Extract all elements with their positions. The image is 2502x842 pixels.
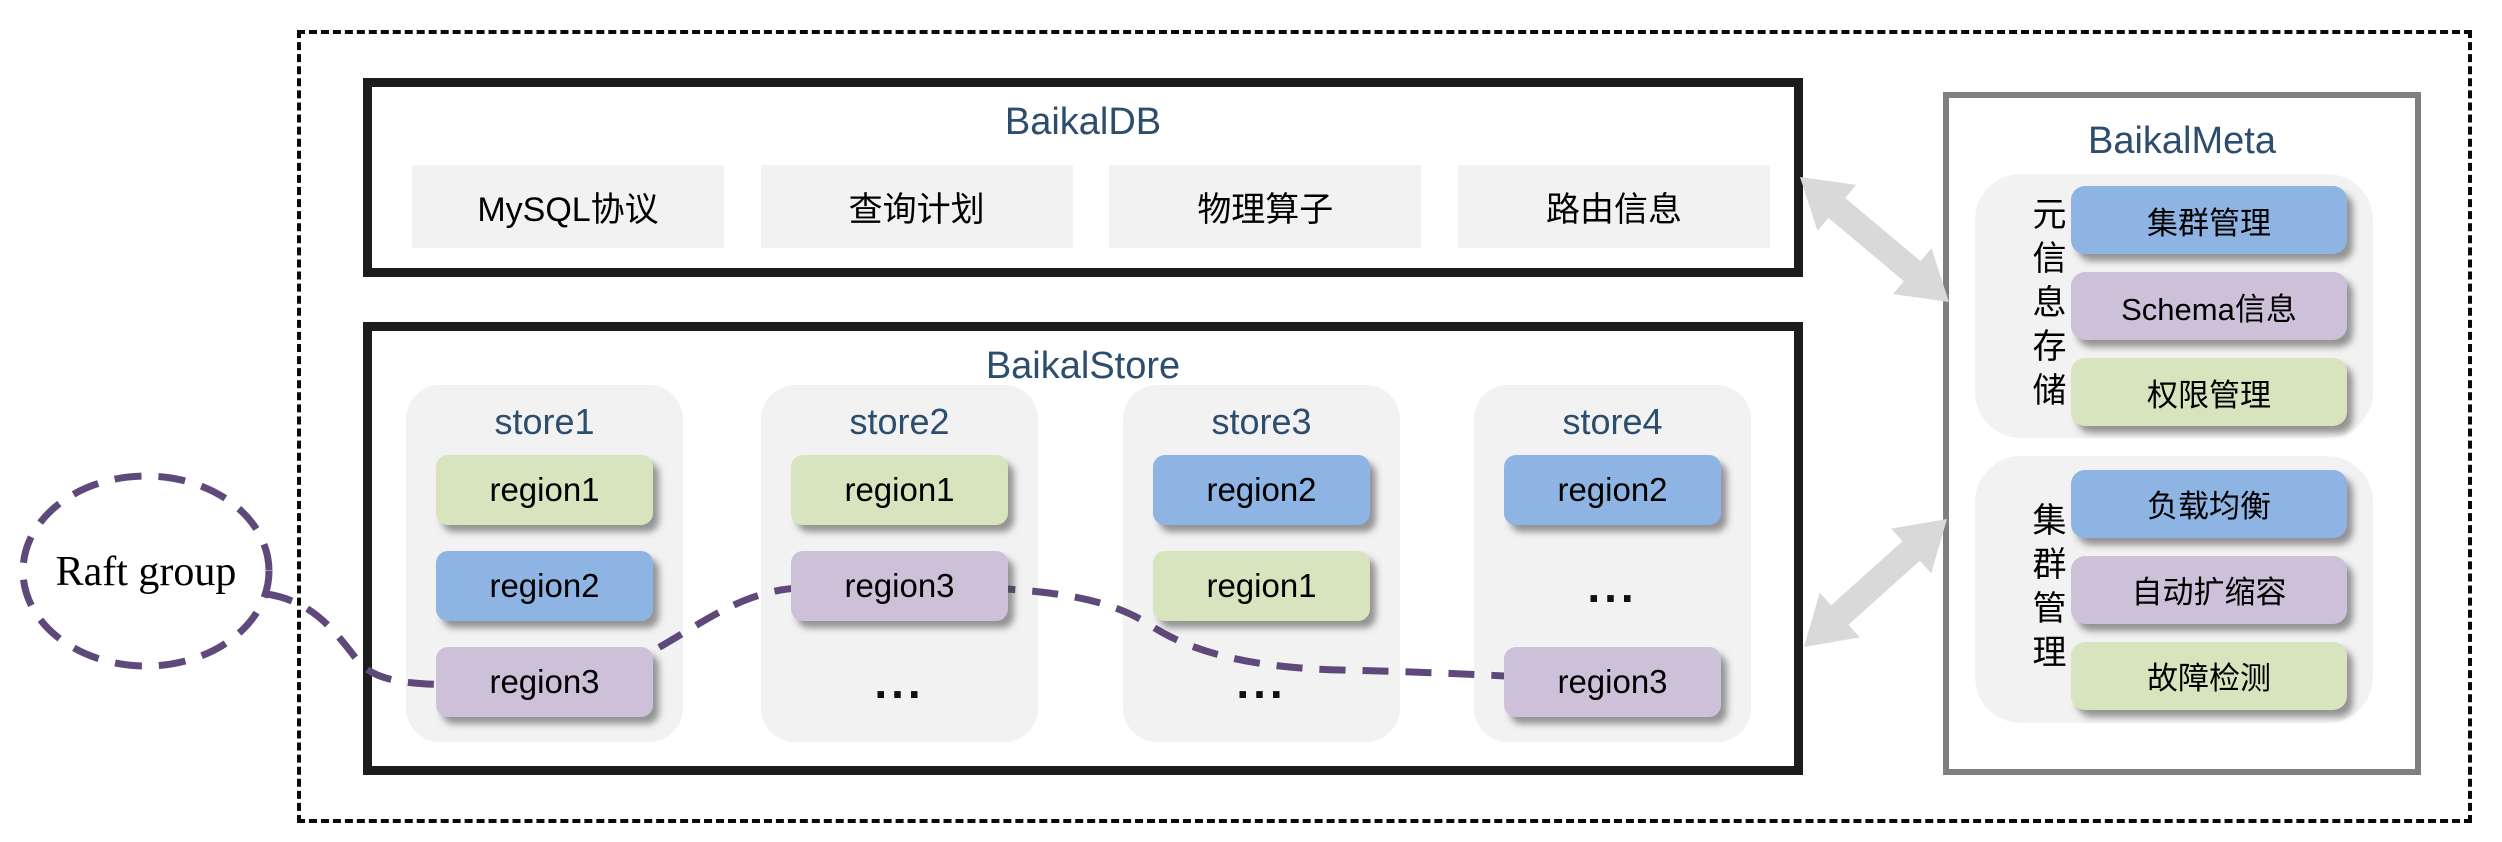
store3-slot: ... bbox=[1123, 647, 1400, 743]
store4-slot: region3 bbox=[1474, 647, 1751, 743]
module-query-plan: 查询计划 bbox=[760, 165, 1073, 248]
meta-chip-failure-detection: 故障检测 bbox=[2071, 641, 2347, 710]
baikaldb-title: BaikalDB bbox=[1004, 101, 1162, 143]
meta-chip-auto-scaling: 自动扩缩容 bbox=[2071, 555, 2347, 624]
baikaldb-box: BaikalDB MySQL协议 查询计划 物理算子 路由信息 bbox=[363, 78, 1803, 277]
meta-group-cluster-management: 集群管理 负载均衡 自动扩缩容 故障检测 bbox=[1975, 456, 2373, 723]
store2-slot: region1 bbox=[761, 455, 1038, 551]
store4-title: store4 bbox=[1562, 401, 1663, 442]
baikalmeta-title: BaikalMeta bbox=[2088, 120, 2276, 162]
region-chip: region1 bbox=[791, 455, 1008, 525]
baikaldb-module-row: MySQL协议 查询计划 物理算子 路由信息 bbox=[412, 165, 1770, 248]
store2-slot: region3 bbox=[761, 551, 1038, 647]
store3-slot: region1 bbox=[1123, 551, 1400, 647]
store-panel-store3: store3 region2 region1 ... bbox=[1123, 385, 1400, 742]
module-routing-info: 路由信息 bbox=[1457, 165, 1770, 248]
system-boundary-dashed-frame bbox=[297, 30, 2472, 823]
baikalmeta-box: BaikalMeta 元信息存储 集群管理 Schema信息 权限管理 集群管理… bbox=[1943, 92, 2421, 775]
store4-slot: region2 bbox=[1474, 455, 1751, 551]
store-panel-store1: store1 region1 region2 region3 bbox=[406, 385, 683, 742]
meta-group-metadata-storage: 元信息存储 集群管理 Schema信息 权限管理 bbox=[1975, 174, 2373, 438]
meta-group-chips: 负载均衡 自动扩缩容 故障检测 bbox=[2071, 469, 2347, 710]
store4-slot: ... bbox=[1474, 551, 1751, 647]
module-mysql-protocol: MySQL协议 bbox=[412, 165, 724, 248]
store-panel-store2: store2 region1 region3 ... bbox=[761, 385, 1038, 742]
raft-group-label: Raft group bbox=[55, 549, 237, 595]
meta-group-chips: 集群管理 Schema信息 权限管理 bbox=[2071, 186, 2347, 426]
store-panel-store4: store4 region2 ... region3 bbox=[1474, 385, 1751, 742]
store2-title: store2 bbox=[849, 401, 950, 442]
ellipsis-more-regions: ... bbox=[1587, 560, 1638, 612]
store3-slot: region2 bbox=[1123, 455, 1400, 551]
store1-slot: region3 bbox=[406, 647, 683, 743]
region-chip: region3 bbox=[791, 551, 1008, 621]
region-chip: region1 bbox=[1153, 551, 1370, 621]
region-chip: region3 bbox=[436, 647, 653, 717]
store3-title: store3 bbox=[1211, 401, 1312, 442]
region-chip: region2 bbox=[1153, 455, 1370, 525]
meta-chip-permission-management: 权限管理 bbox=[2071, 358, 2347, 426]
ellipsis-more-regions: ... bbox=[1236, 656, 1287, 708]
meta-chip-schema-info: Schema信息 bbox=[2071, 272, 2347, 340]
store2-slot: ... bbox=[761, 647, 1038, 743]
module-physical-operator: 物理算子 bbox=[1109, 165, 1422, 248]
store1-slot: region1 bbox=[406, 455, 683, 551]
store1-title: store1 bbox=[494, 401, 595, 442]
ellipsis-more-regions: ... bbox=[874, 656, 925, 708]
region-chip: region3 bbox=[1504, 647, 1721, 717]
meta-group-side-label: 集群管理 bbox=[2027, 501, 2065, 678]
meta-chip-cluster-management: 集群管理 bbox=[2071, 186, 2347, 254]
baikalstore-title: BaikalStore bbox=[985, 345, 1181, 387]
meta-chip-load-balancing: 负载均衡 bbox=[2071, 469, 2347, 538]
region-chip: region1 bbox=[436, 455, 653, 525]
region-chip: region2 bbox=[1504, 455, 1721, 525]
region-chip: region2 bbox=[436, 551, 653, 621]
store1-slot: region2 bbox=[406, 551, 683, 647]
baikalstore-box: BaikalStore store1 region1 region2 regio… bbox=[363, 322, 1803, 775]
meta-group-side-label: 元信息存储 bbox=[2027, 196, 2065, 416]
